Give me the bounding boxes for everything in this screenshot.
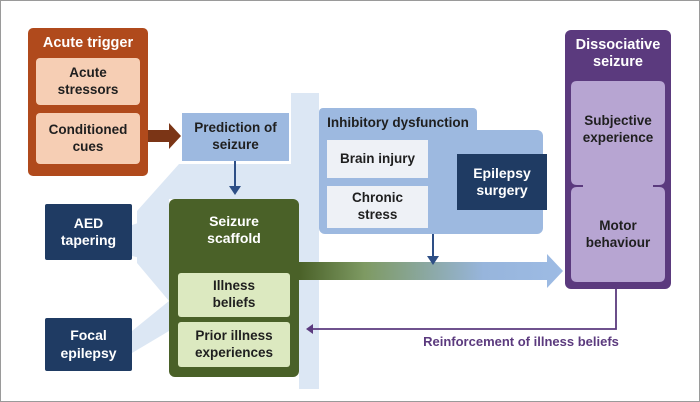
epilepsy-surgery-box: Epilepsy surgery — [457, 154, 547, 210]
reinforcement-label: Reinforcement of illness beliefs — [423, 334, 619, 349]
conditioned-cues-box: Conditioned cues — [36, 113, 140, 164]
prior-illness-box: Prior illness experiences — [178, 322, 290, 367]
inhibitory-title: Inhibitory dysfunction — [327, 115, 469, 130]
brain-injury-box: Brain injury — [327, 140, 428, 178]
aed-ribbon — [132, 213, 169, 265]
aed-tapering-box: AED tapering — [45, 204, 132, 260]
prediction-funnel — [137, 93, 319, 389]
arrow-trigger-to-prediction — [148, 123, 181, 149]
focal-epilepsy-box: Focal epilepsy — [45, 318, 132, 371]
chronic-stress-box: Chronic stress — [327, 186, 428, 228]
illness-beliefs-box: Illness beliefs — [178, 273, 290, 317]
prediction-box: Prediction of seizure — [182, 113, 289, 161]
seizure-scaffold-title: Seizure scaffold — [207, 213, 261, 246]
flow-arrow — [299, 254, 563, 288]
inhibitory-tab — [319, 108, 477, 134]
dissociative-inner-shape — [571, 81, 665, 282]
arrow-inhibitory-down — [427, 256, 439, 265]
motor-behaviour-box: Motor behaviour — [585, 218, 651, 250]
subjective-experience-box: Subjective experience — [582, 113, 654, 145]
acute-stressors-box: Acute stressors — [36, 58, 140, 105]
reinforcement-loop — [312, 289, 617, 330]
reinforcement-arrowhead — [306, 324, 313, 334]
focal-ribbon — [132, 301, 169, 353]
acute-trigger-title: Acute trigger — [42, 35, 134, 51]
dissociative-title: Dissociative seizure — [575, 37, 661, 71]
arrow-prediction-to-scaffold — [229, 186, 241, 195]
